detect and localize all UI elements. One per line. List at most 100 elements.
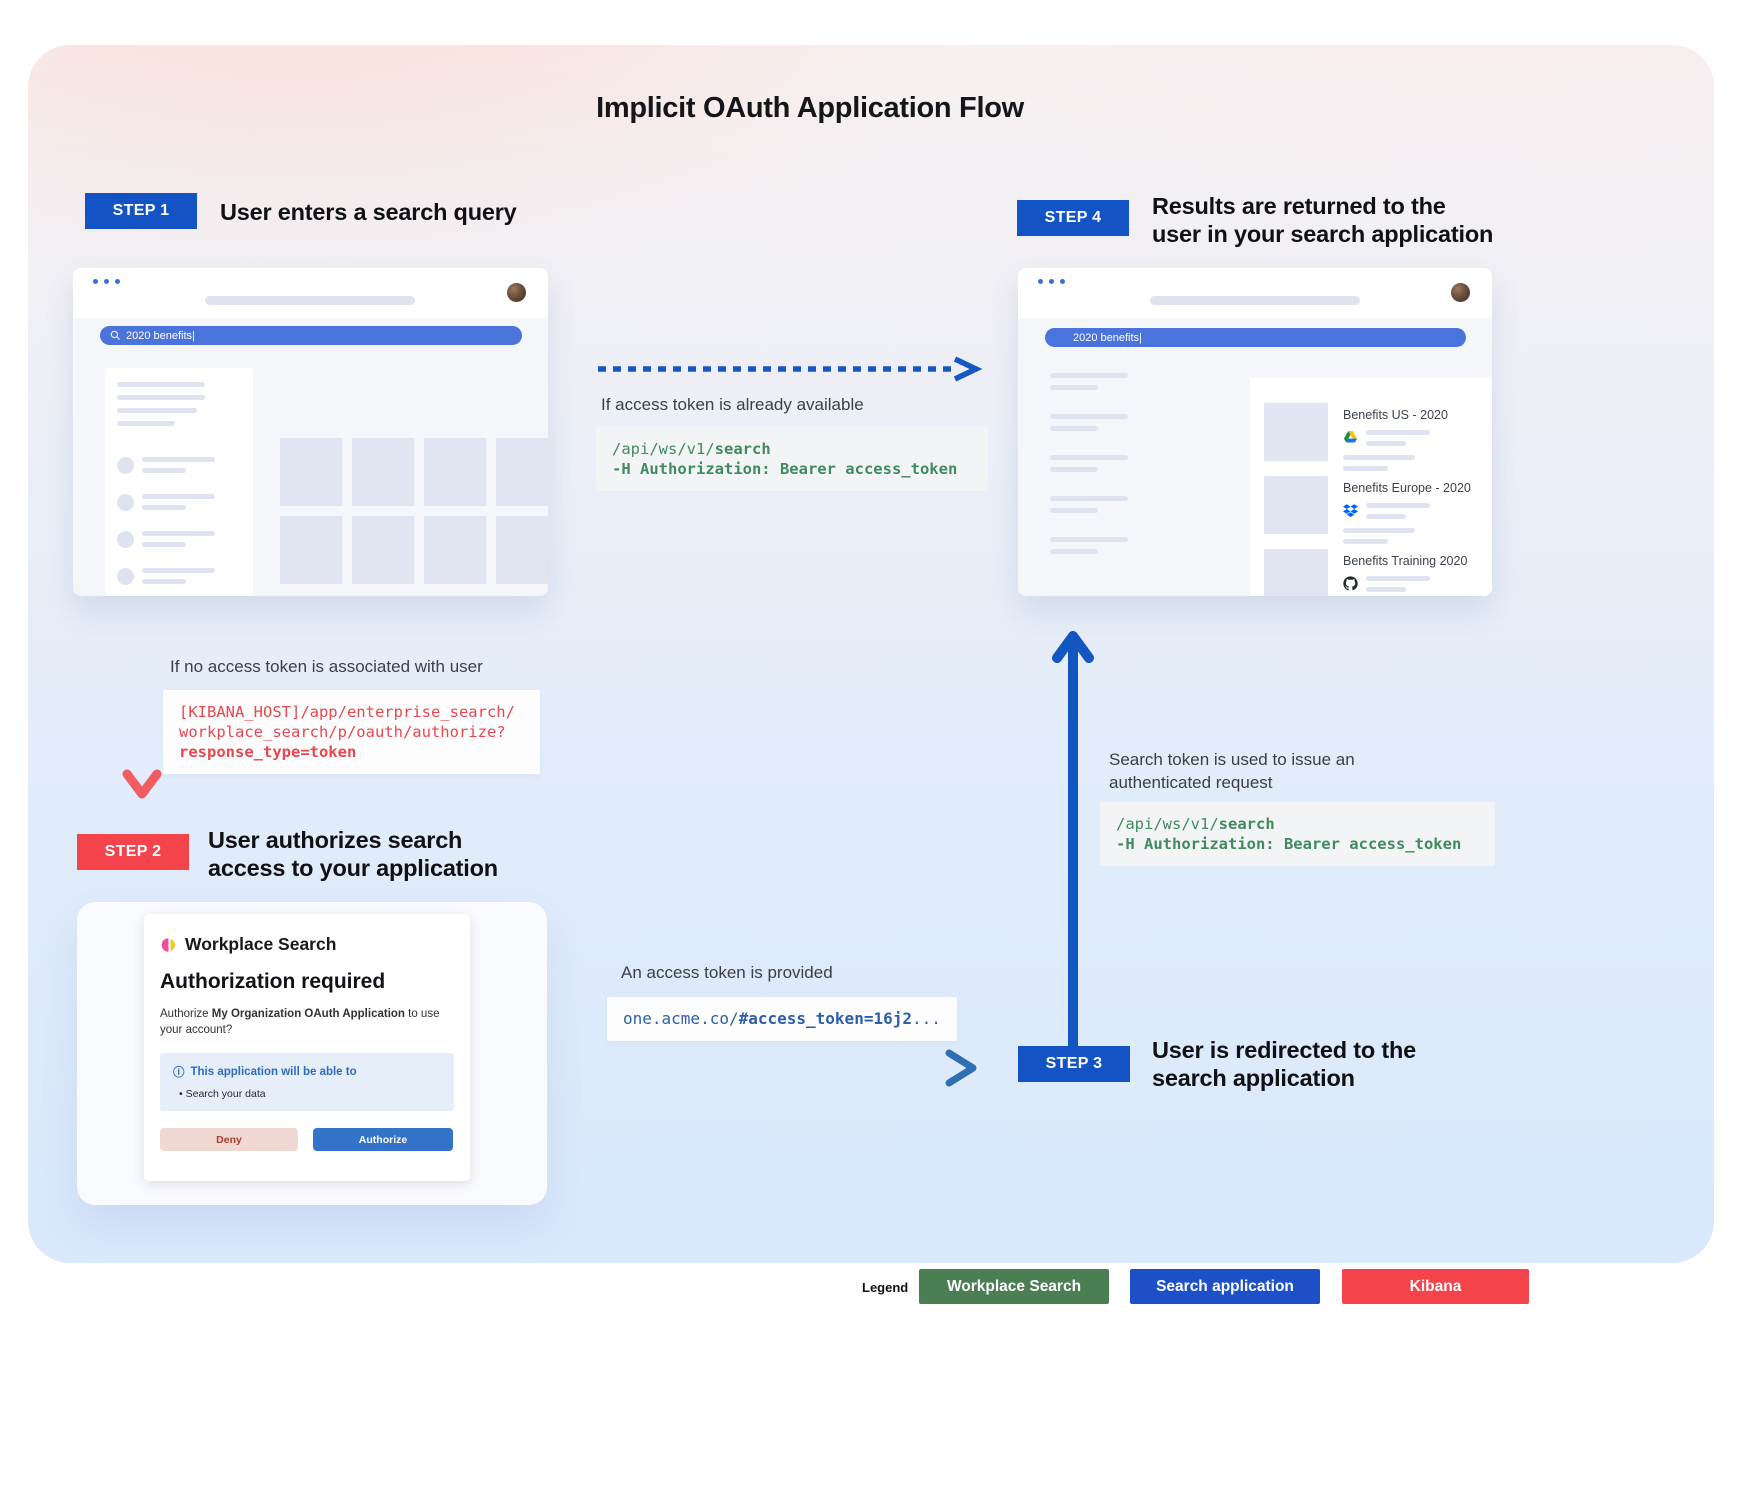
avatar[interactable] <box>1451 283 1470 302</box>
skeleton-line <box>142 457 215 462</box>
token-provided-label: An access token is provided <box>621 963 833 982</box>
workplace-search-logo-icon <box>161 937 175 952</box>
skeleton-line <box>1366 430 1430 435</box>
avatar[interactable] <box>507 283 526 302</box>
step3-title: User is redirected to the search applica… <box>1152 1037 1417 1091</box>
skeleton-line <box>1050 426 1098 431</box>
list-item <box>117 531 241 555</box>
skeleton-line <box>1050 508 1098 513</box>
window-dot <box>115 279 120 284</box>
github-icon <box>1343 576 1358 591</box>
sidebar-skeleton <box>1050 373 1128 390</box>
window-dot <box>104 279 109 284</box>
auth-heading: Authorization required <box>160 970 386 993</box>
permissions-title-row: ⓘ This application will be able to <box>173 1064 441 1080</box>
code-auth-header: -H Authorization: Bearer access_token <box>612 460 958 478</box>
grid-tile <box>280 438 342 506</box>
authorize-button[interactable]: Authorize <box>313 1128 453 1151</box>
api-search-code-right: /api/ws/v1/search -H Authorization: Bear… <box>1100 802 1495 866</box>
code-line: [KIBANA_HOST]/app/enterprise_search/ <box>179 703 515 721</box>
list-item <box>117 494 241 518</box>
step1-title: User enters a search query <box>220 199 517 225</box>
code-url-token: #access_token=16j2 <box>738 1009 912 1028</box>
search-input[interactable]: 2020 benefits| <box>100 326 522 345</box>
address-bar[interactable] <box>1150 296 1360 305</box>
step1-badge: STEP 1 <box>85 193 197 229</box>
skeleton-line <box>142 531 215 536</box>
permission-item: • Search your data <box>173 1088 441 1100</box>
gradient-arrow-right <box>597 1049 977 1087</box>
avatar-placeholder <box>117 457 134 474</box>
search-result-item[interactable]: Benefits Training 2020 <box>1264 549 1474 596</box>
step2-badge-label: STEP 2 <box>104 843 162 860</box>
code-path: /api/ws/v1/ <box>612 440 715 458</box>
deny-button[interactable]: Deny <box>160 1128 298 1151</box>
result-thumbnail <box>1264 549 1328 596</box>
skeleton-line <box>1366 503 1430 508</box>
result-title: Benefits Europe - 2020 <box>1343 481 1471 495</box>
skeleton-line <box>1050 373 1128 378</box>
code-url-suffix: ... <box>911 1009 941 1028</box>
no-token-label: If no access token is associated with us… <box>170 657 483 676</box>
sidebar-skeleton <box>1050 537 1128 554</box>
skeleton-line <box>117 408 197 413</box>
workplace-search-name: Workplace Search <box>185 934 337 954</box>
avatar-placeholder <box>117 568 134 585</box>
window-dot <box>1038 279 1043 284</box>
code-line: workplace_search/p/oauth/authorize? <box>179 723 506 741</box>
result-title: Benefits US - 2020 <box>1343 408 1448 422</box>
result-extra <box>1343 528 1415 544</box>
browser-content: 2020 benefits| <box>73 318 548 596</box>
kibana-authorize-code: [KIBANA_HOST]/app/enterprise_search/ wor… <box>163 690 540 774</box>
skeleton-line <box>1343 528 1415 533</box>
sidebar-skeleton <box>1050 414 1128 431</box>
content-grid-placeholder <box>280 438 548 584</box>
skeleton-line <box>1050 549 1098 554</box>
browser-content: 2020 benefits| Benefits US - 2020 <box>1018 318 1492 596</box>
browser-window-step1: 2020 benefits| <box>73 268 548 596</box>
legend-kibana: Kibana <box>1342 1269 1529 1304</box>
result-meta <box>1343 576 1430 592</box>
step4-badge: STEP 4 <box>1017 200 1129 236</box>
skeleton-line <box>142 568 215 573</box>
skeleton-line <box>117 421 175 426</box>
skeleton-line <box>142 468 186 473</box>
dropbox-icon <box>1343 504 1358 517</box>
step3-badge-label: STEP 3 <box>1045 1055 1103 1072</box>
step4-title: Results are returned to the user in your… <box>1152 193 1494 247</box>
result-thumbnail <box>1264 403 1328 461</box>
skeleton-line <box>1343 466 1388 471</box>
dotted-arrow-right <box>598 356 983 382</box>
page-title: Implicit OAuth Application Flow <box>596 92 1024 124</box>
api-search-code-top: /api/ws/v1/search -H Authorization: Bear… <box>596 427 988 491</box>
authenticated-request-label: Search token is used to issue an authent… <box>1109 750 1355 792</box>
skeleton-line <box>1343 539 1388 544</box>
blue-arrow-up <box>1052 631 1094 1050</box>
list-item <box>117 457 241 481</box>
skeleton-line <box>1366 514 1406 519</box>
sidebar-skeleton-card <box>105 368 253 596</box>
code-auth-header: -H Authorization: Bearer access_token <box>1116 835 1462 853</box>
address-bar[interactable] <box>205 296 415 305</box>
legend-workplace-search: Workplace Search <box>919 1269 1109 1304</box>
search-result-item[interactable]: Benefits Europe - 2020 <box>1264 476 1474 544</box>
auth-app-name: My Organization OAuth Application <box>211 1008 405 1020</box>
search-result-item[interactable]: Benefits US - 2020 <box>1264 403 1474 471</box>
info-icon: ⓘ <box>173 1067 185 1079</box>
permissions-title: This application will be able to <box>190 1066 357 1078</box>
list-item <box>117 568 241 592</box>
code-url-prefix: one.acme.co/ <box>623 1009 739 1028</box>
gradient-arrow-down <box>122 618 162 799</box>
auth-body-prefix: Authorize <box>160 1008 212 1020</box>
code-path-bold: search <box>714 440 771 458</box>
legend-search-application: Search application <box>1130 1269 1320 1304</box>
permissions-infobox: ⓘ This application will be able to • Sear… <box>160 1053 454 1111</box>
skeleton-line <box>117 382 205 387</box>
result-meta <box>1343 430 1430 446</box>
grid-tile <box>496 438 548 506</box>
code-line-bold: response_type=token <box>179 743 357 761</box>
skeleton-line <box>142 494 215 499</box>
search-input[interactable]: 2020 benefits| <box>1045 328 1466 347</box>
skeleton-line <box>1050 537 1128 542</box>
step1-badge-label: STEP 1 <box>112 202 170 219</box>
